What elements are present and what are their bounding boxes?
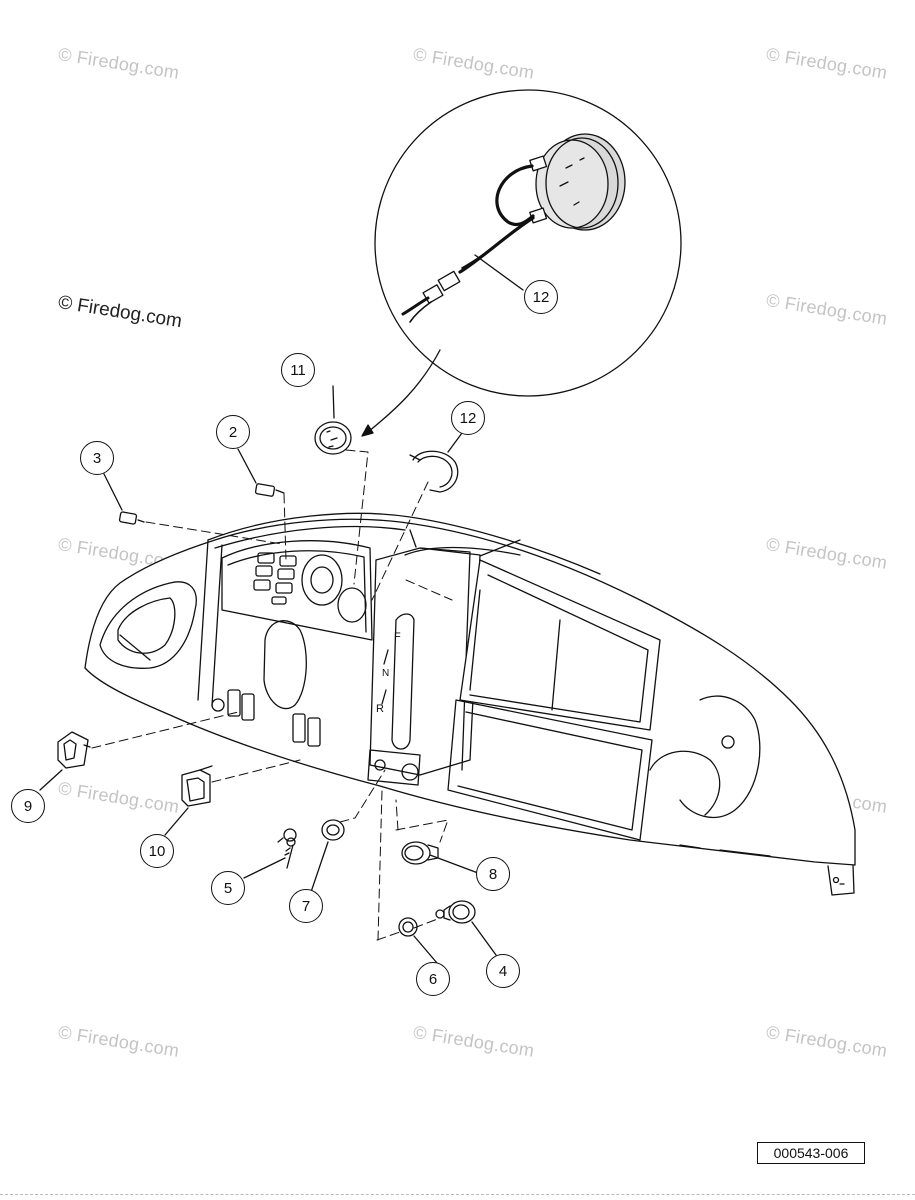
part-switch-bezel [181,765,213,807]
part-key [277,828,297,869]
callout-8: 8 [476,857,510,891]
forward-mark: F [394,631,401,643]
figure-id-label: 000543-006 [757,1142,865,1164]
part-key-switch-nut [321,819,345,841]
callout-5: 5 [211,871,245,905]
detail-view-gauge-harness [374,89,682,397]
reverse-mark: R [376,703,384,715]
part-mounting-bracket [409,450,459,493]
callout-12: 12 [451,401,485,435]
detail-arrow [367,349,441,433]
callout-2: 2 [216,415,250,449]
part-rocker-switch [57,731,91,769]
part-outlet-socket [401,841,439,865]
part-switch [254,483,285,497]
part-knob [435,900,476,924]
callout-7: 7 [289,889,323,923]
part-gauge [314,421,352,455]
part-washer [398,917,418,937]
callout-6: 6 [416,962,450,996]
callout-11: 11 [281,353,315,387]
dashboard-body: F N R [84,512,856,896]
callout-12-detail: 12 [524,280,558,314]
assembly-lines [91,449,453,941]
neutral-mark: N [382,668,389,679]
callout-4: 4 [486,954,520,988]
part-switch-small [118,511,145,525]
callout-9: 9 [11,789,45,823]
callout-3: 3 [80,441,114,475]
callout-10: 10 [140,834,174,868]
leader-lines [39,385,497,964]
page-bottom-rule [0,1194,915,1195]
